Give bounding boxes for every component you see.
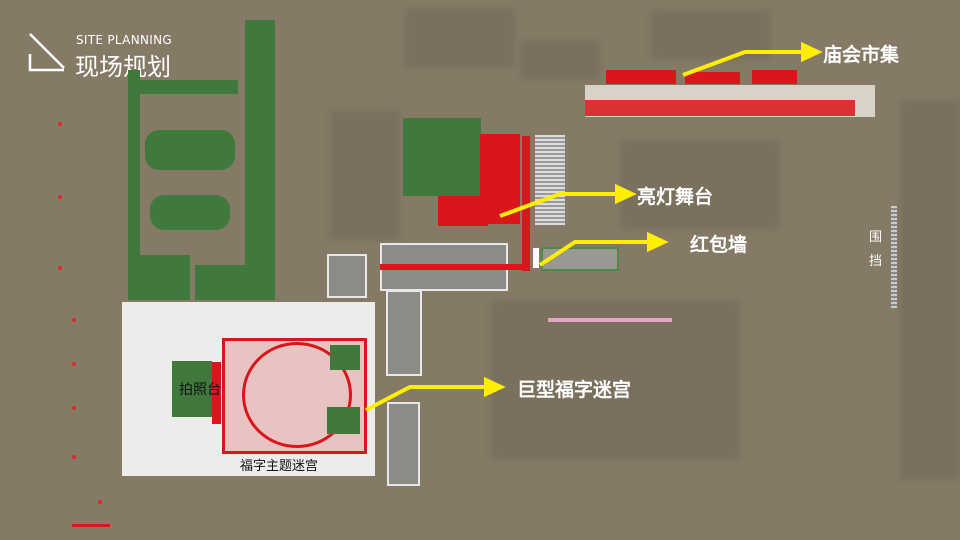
pink-barrier [548, 318, 672, 322]
hoarding-label: 围挡 [869, 230, 883, 269]
market-stall [685, 72, 740, 84]
fu-maze-circle [242, 342, 352, 448]
marker-dot [72, 362, 76, 366]
background-building [490, 300, 740, 460]
marker-dot [58, 266, 62, 270]
garden-lawn [145, 130, 235, 170]
red-barrier [72, 524, 110, 527]
background-building [405, 8, 515, 68]
garden-lawn [128, 80, 238, 94]
marker-dot [72, 455, 76, 459]
red-envelope-wall-panel [533, 248, 539, 268]
stage [438, 196, 488, 226]
market-stall-row [585, 100, 855, 116]
marker-dot [58, 195, 62, 199]
marker-dot [72, 318, 76, 322]
walkway [387, 402, 420, 486]
marker-dot [72, 406, 76, 410]
stage-lawn [403, 118, 481, 196]
garden-lawn [150, 195, 230, 230]
red-envelope-wall-label: 红包墙 [690, 234, 748, 256]
giant-fu-maze-label: 巨型福字迷宫 [517, 379, 632, 401]
maze-lawn [330, 345, 360, 370]
red-envelope-wall [541, 247, 619, 271]
photo-booth-lawn [172, 361, 212, 417]
maze-lawn [327, 407, 360, 434]
garden-lawn [245, 20, 275, 300]
photo-booth-wall [212, 362, 221, 424]
photo-booth-label: 拍照台 [179, 382, 221, 398]
arrow-down-right-icon [28, 33, 65, 72]
marker-dot [58, 122, 62, 126]
garden-lawn [130, 255, 190, 300]
garden-lawn [128, 70, 140, 300]
red-path [522, 136, 530, 271]
kiosk [327, 254, 367, 298]
background-building [900, 100, 960, 480]
hoarding-fence [891, 206, 897, 308]
marker-dot [98, 500, 102, 504]
background-building [620, 140, 780, 230]
header-subtitle: SITE PLANNING [76, 33, 172, 47]
market-stall [752, 70, 797, 84]
market-stall [606, 70, 676, 84]
walkway [386, 290, 422, 376]
page-title: 现场规划 [75, 53, 171, 81]
seating [535, 135, 565, 225]
garden-lawn [195, 265, 275, 300]
red-carpet [380, 264, 530, 270]
temple-fair-label: 庙会市集 [823, 44, 900, 66]
background-building [330, 110, 400, 240]
light-stage-label: 亮灯舞台 [637, 186, 714, 208]
background-building [520, 40, 600, 80]
fu-theme-maze-label: 福字主题迷宫 [240, 459, 319, 474]
